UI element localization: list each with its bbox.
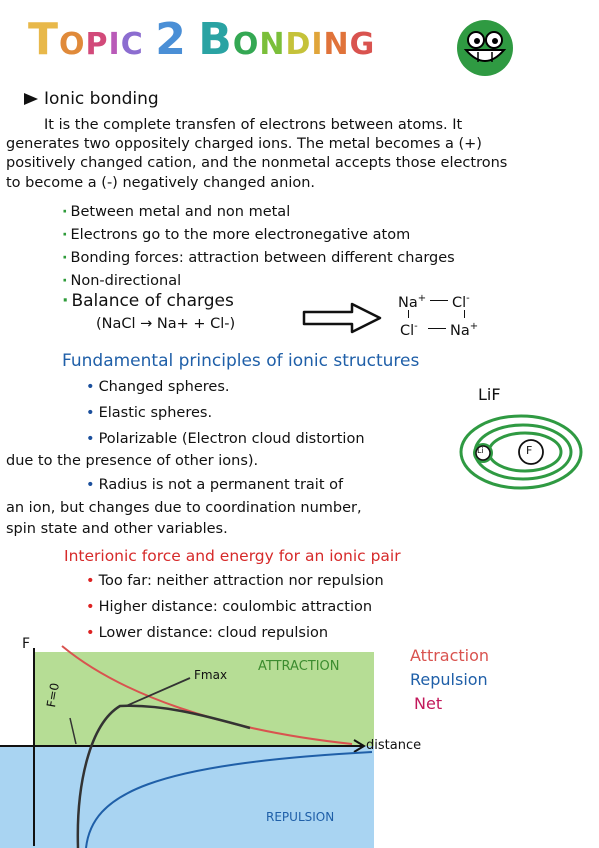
ionic-heading: Ionic bonding	[24, 90, 159, 108]
title-letter: B	[198, 14, 233, 65]
cartoon-face-logo	[457, 20, 513, 76]
force-distance-chart	[0, 645, 374, 848]
title-letter: T	[28, 14, 60, 65]
interionic-heading: Interionic force and energy for an ionic…	[64, 547, 401, 565]
fmax-label: Fmax	[194, 668, 228, 682]
title-letter: N	[259, 27, 286, 62]
attraction-region-label: ATTRACTION	[258, 659, 340, 674]
f0-pointer	[69, 717, 77, 745]
title-letter: O	[232, 27, 260, 62]
f-ion-label: F	[526, 444, 533, 457]
polarizable-line-1: Polarizable (Electron cloud distortion	[86, 430, 365, 448]
radius-line-3: spin state and other variables.	[6, 521, 228, 537]
radius-line-2: an ion, but changes due to coordination …	[6, 500, 362, 516]
interionic-bullet-3: Lower distance: cloud repulsion	[86, 624, 329, 642]
lattice-bond-h2	[428, 328, 446, 329]
ionic-bullet-2: Electrons go to the more electronegative…	[62, 226, 411, 244]
interionic-bullet-1: Too far: neither attraction nor repulsio…	[86, 572, 384, 590]
title-letter	[144, 27, 155, 62]
title-letter: P	[85, 27, 109, 62]
repulsion-curve	[85, 751, 373, 848]
nacl-lattice: Na+ Cl- Cl- Na+	[396, 284, 506, 344]
lattice-na-1: Na+	[398, 293, 427, 311]
net-curve	[76, 704, 251, 848]
lattice-cl-1: Cl-	[452, 293, 470, 311]
attraction-curve	[61, 645, 353, 745]
ionic-paragraph-line-1: It is the complete transfen of electrons…	[44, 117, 463, 133]
ionic-paragraph-line-4: to become a (-) negatively changed anion…	[6, 175, 316, 191]
page-title: TOPIC 2 BONDING	[28, 14, 375, 65]
lattice-bond-v1	[408, 310, 409, 318]
chart-y-label: F	[22, 636, 31, 652]
repulsion-region-label: REPULSION	[266, 810, 335, 824]
interionic-bullet-2: Higher distance: coulombic attraction	[86, 598, 372, 616]
legend-repulsion: Repulsion	[410, 670, 488, 689]
title-letter: N	[323, 27, 350, 62]
x-axis-arrow-icon	[353, 739, 366, 753]
ionic-bullet-5: Balance of charges	[62, 292, 233, 310]
title-letter: O	[59, 27, 86, 62]
nacl-equation: (NaCl → Na+ + Cl-)	[96, 316, 236, 332]
radius-line-1: Radius is not a permanent trait of	[86, 476, 344, 494]
repulsion-region	[0, 746, 374, 848]
legend-attraction: Attraction	[410, 646, 490, 665]
legend-net: Net	[414, 694, 443, 713]
ionic-bullet-3: Bonding forces: attraction between diffe…	[62, 249, 455, 267]
fundamental-bullet-1: Changed spheres.	[86, 378, 230, 396]
fundamental-heading: Fundamental principles of ionic structur…	[62, 351, 420, 371]
title-letter: D	[285, 27, 312, 62]
title-letter	[187, 27, 198, 62]
ionic-paragraph-line-3: positively changed cation, and the nonme…	[6, 155, 508, 171]
fmax-pointer	[125, 677, 191, 707]
chart-x-label: distance	[366, 738, 422, 753]
title-letter: I	[311, 27, 324, 62]
lattice-na-2: Na+	[450, 321, 479, 339]
li-ion-label: Li	[477, 446, 484, 455]
title-letter: C	[120, 27, 144, 62]
lif-electron-cloud-diagram	[459, 414, 583, 490]
title-letter: 2	[155, 14, 187, 65]
lif-label: LiF	[478, 385, 501, 404]
ionic-bullet-1: Between metal and non metal	[62, 203, 291, 221]
fundamental-bullet-2: Elastic spheres.	[86, 404, 213, 422]
lattice-cl-2: Cl-	[400, 321, 418, 339]
polarizable-line-2: due to the presence of other ions).	[6, 453, 259, 469]
lattice-bond-v2	[464, 310, 465, 318]
arrow-bullet-icon	[24, 93, 38, 105]
lattice-bond-h1	[430, 300, 448, 301]
ionic-paragraph-line-2: generates two oppositely charged ions. T…	[6, 136, 482, 152]
ionic-bullet-4: Non-directional	[62, 272, 182, 290]
title-letter: I	[108, 27, 121, 62]
title-letter: G	[349, 27, 376, 62]
right-arrow-icon	[302, 302, 382, 334]
ionic-heading-text: Ionic bonding	[44, 89, 159, 109]
